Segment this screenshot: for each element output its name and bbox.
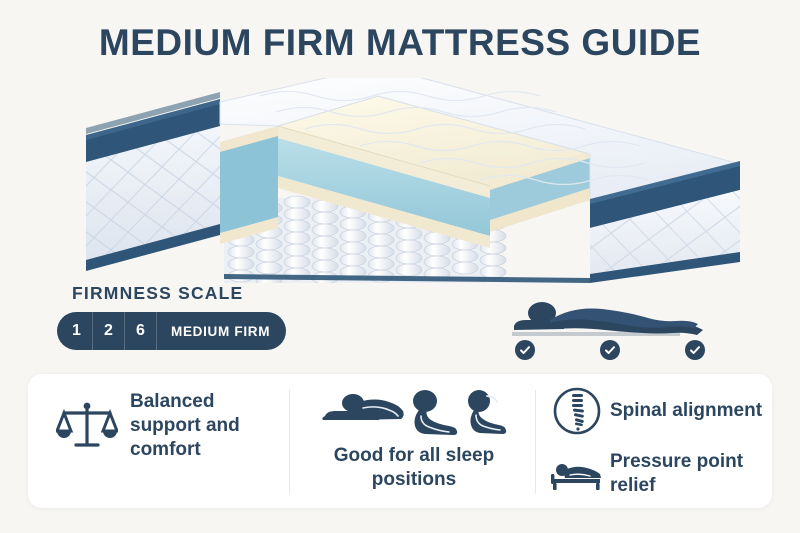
spine-circle-icon xyxy=(544,386,610,436)
check-icon xyxy=(685,340,705,360)
card-divider xyxy=(289,390,290,494)
feature-pressure-point-relief: Pressure point relief xyxy=(544,450,768,498)
card-divider xyxy=(535,390,536,494)
firmness-rating-label: MEDIUM FIRM xyxy=(171,323,271,339)
firmness-scale-heading: FIRMNESS SCALE xyxy=(72,283,244,303)
feature-label: Balanced support and comfort xyxy=(130,391,240,460)
features-card: Balanced support and comfort xyxy=(28,374,772,508)
feature-label: Good for all sleep positions xyxy=(333,445,495,490)
right-side-panel xyxy=(590,161,740,283)
feature-sleep-positions: Good for all sleep positions xyxy=(298,388,530,492)
sleep-benefit-checks xyxy=(515,340,705,360)
firmness-segment-2: 2 xyxy=(93,312,125,350)
foam-layer-front-faces xyxy=(278,126,490,248)
firmness-segment-3: 6 xyxy=(125,312,157,350)
feature-balanced-support: Balanced support and comfort xyxy=(48,390,288,462)
check-icon xyxy=(600,340,620,360)
firmness-segment-1: 1 xyxy=(57,312,93,350)
feature-label: Pressure point relief xyxy=(610,451,744,496)
left-side-panel xyxy=(86,92,220,271)
cutaway-left-face xyxy=(220,126,278,244)
pillow-top-cover xyxy=(219,78,740,203)
memory-foam-top-layer xyxy=(276,95,592,232)
feature-spinal-alignment: Spinal alignment xyxy=(544,386,768,436)
mattress-base-trim xyxy=(224,274,590,283)
person-on-bed-icon xyxy=(544,456,610,492)
mattress-illustration xyxy=(60,78,740,283)
sleep-positions-icon xyxy=(319,388,509,436)
sleeping-person-icon xyxy=(512,300,712,338)
feature-label: Spinal alignment xyxy=(610,400,763,422)
firmness-rating-pill[interactable]: 1 2 6 MEDIUM FIRM xyxy=(57,312,287,350)
page-title: MEDIUM FIRM MATTRESS GUIDE xyxy=(98,22,702,63)
check-icon xyxy=(515,340,535,360)
balance-scale-icon xyxy=(48,395,126,457)
